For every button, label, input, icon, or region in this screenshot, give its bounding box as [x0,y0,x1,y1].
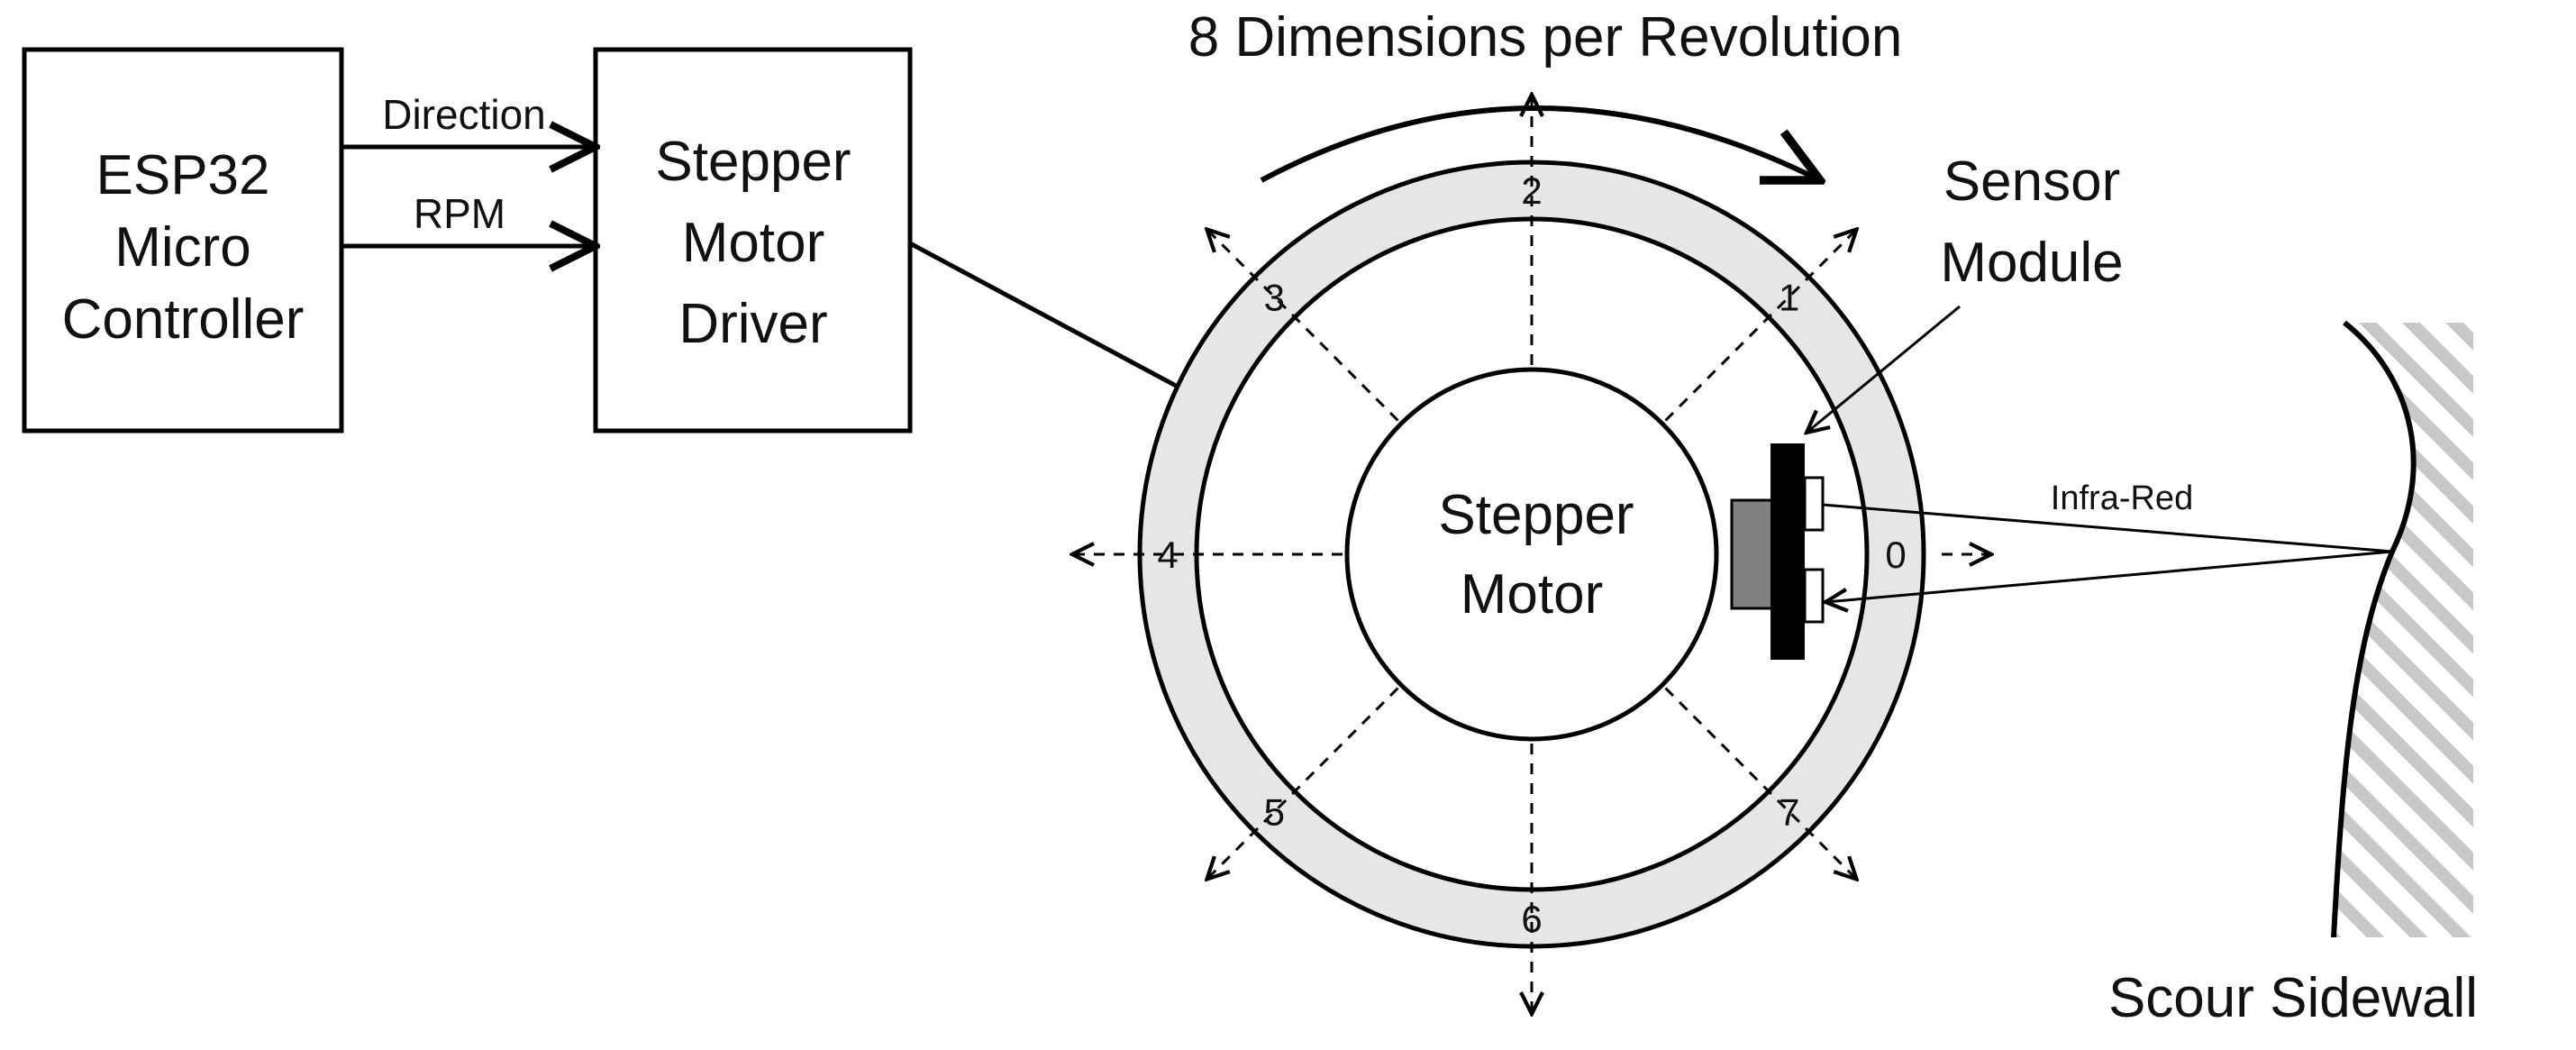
ir-beam-out [1822,503,2393,553]
driver-label-line1: Stepper [655,131,851,193]
motor-label-line1: Stepper [1438,484,1634,546]
direction-numbers: 0 1 2 3 4 5 6 7 [1157,169,1906,940]
motor-circle [1344,367,1719,742]
direction-number-1: 1 [1779,276,1799,318]
ir-receiver [1803,568,1825,624]
sidewall-label: Scour Sidewall [2108,967,2478,1029]
sensor-label-line2: Module [1940,232,2123,294]
sensor-pointer-arrow [1807,305,1961,433]
motor-label-line2: Motor [1461,563,1603,625]
driver-label-line3: Driver [678,293,827,355]
esp32-block: ESP32 Micro Controller [22,47,344,434]
direction-number-3: 3 [1264,276,1285,318]
direction-ray-3 [1206,229,1399,422]
infra-red-label: Infra-Red [2051,479,2193,517]
sidewall-edge [2331,320,2417,938]
esp32-label-line2: Micro [114,216,251,278]
direction-number-4: 4 [1157,534,1178,576]
rotation-label: 8 Dimensions per Revolution [1188,6,1903,68]
direction-number-0: 0 [1885,534,1906,576]
direction-rays [1072,95,1991,1014]
stepper-motor: Stepper Motor [1344,367,1719,742]
direction-ray-5 [1206,687,1399,880]
ir-emitter [1803,476,1825,532]
sensor-label-line1: Sensor [1943,151,2120,213]
direction-label: Direction [382,91,546,138]
driver-block: Stepper Motor Driver [593,47,913,434]
sidewall-hatch [2334,323,2473,937]
esp32-label-line3: Controller [62,288,305,351]
signal-arrows: Direction RPM [341,91,596,246]
rpm-label: RPM [414,190,505,237]
direction-ray-1 [1664,229,1857,422]
infra-red-beam: Infra-Red [1822,479,2393,602]
direction-number-2: 2 [1521,169,1542,212]
direction-ray-7 [1664,687,1857,880]
sensor-board [1770,443,1805,660]
sensor-mount [1730,498,1774,610]
direction-number-6: 6 [1521,898,1542,940]
sensor-module [1730,443,1825,660]
driver-label-line2: Motor [682,212,824,274]
direction-number-7: 7 [1779,791,1799,834]
esp32-label-line1: ESP32 [96,144,269,206]
direction-number-5: 5 [1264,791,1285,834]
scour-sidewall: Scour Sidewall [2108,320,2478,1029]
ir-beam-return [1825,550,2393,602]
